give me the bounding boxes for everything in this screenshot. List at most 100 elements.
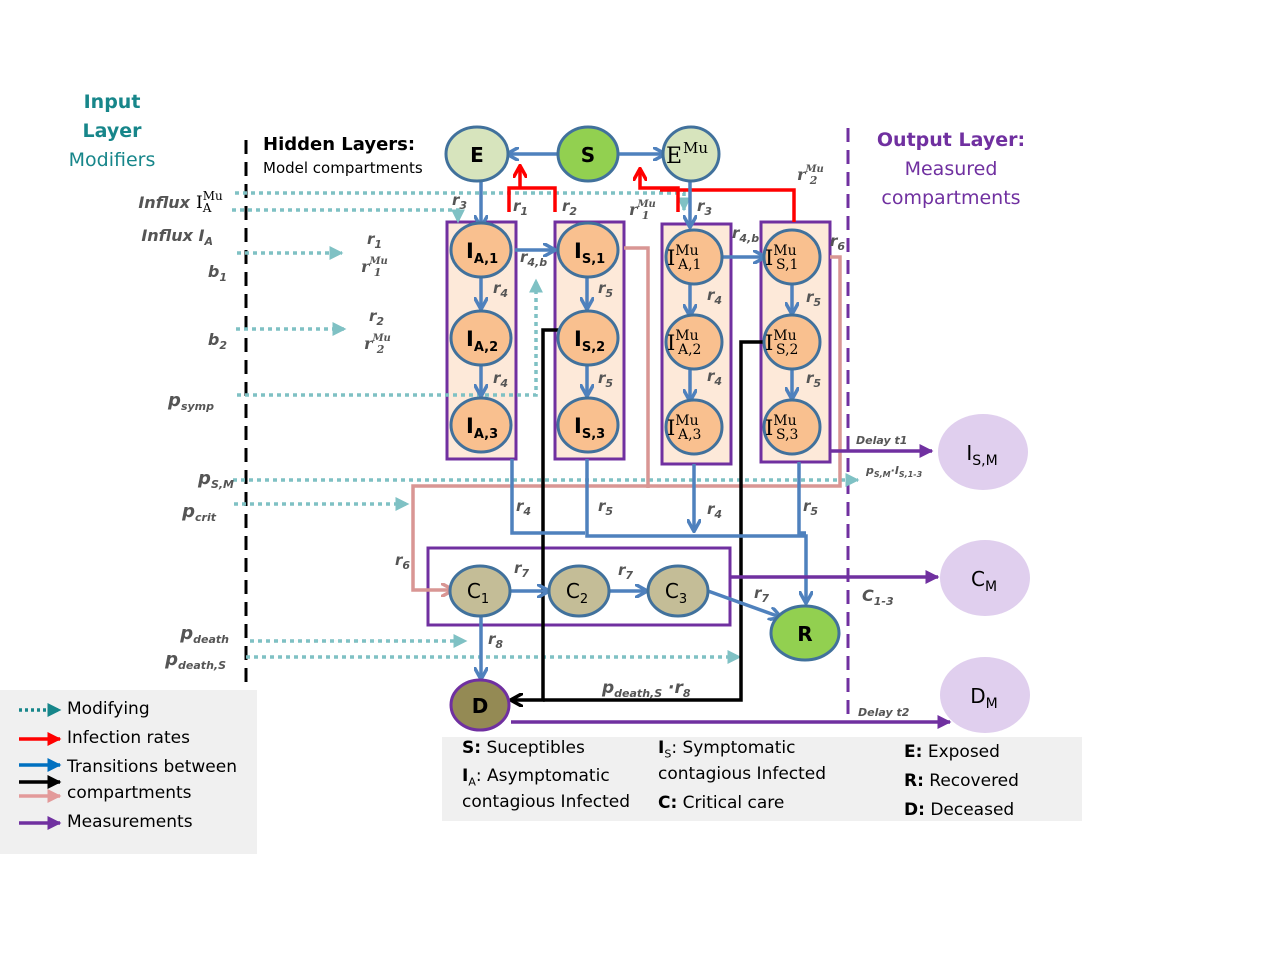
hidden-layer-sub: Model compartments xyxy=(263,159,423,177)
output-layer-line1: Output Layer: xyxy=(876,129,1026,151)
label-ismu3-sub: S,3 xyxy=(776,427,798,443)
delay-t1: Delay t1 xyxy=(856,434,907,447)
mod-label-psm: pS,M xyxy=(197,468,234,491)
t-is3-r xyxy=(585,459,806,602)
label-is1: IS,1 xyxy=(574,239,605,267)
rate-r5-mu1: r5 xyxy=(806,288,821,309)
legend-item-compartments: compartments xyxy=(67,783,192,803)
label-s: S xyxy=(581,143,595,167)
legend: Modifying Infection rates Transitions be… xyxy=(0,690,257,854)
rate-r4-mu1: r4 xyxy=(707,286,722,307)
mod-label-pdeath: pdeath xyxy=(179,623,229,646)
label-iamu2-sub: A,2 xyxy=(677,342,701,358)
mod-psymp xyxy=(237,278,543,397)
label-ism: IS,M xyxy=(966,441,997,469)
mod-label-pcrit: pcrit xyxy=(181,501,217,524)
measurement-lines xyxy=(511,444,952,729)
key-is: IS: Symptomatic xyxy=(658,738,796,761)
infection-r1mu xyxy=(640,170,680,212)
modifier-lines xyxy=(232,191,860,664)
rate-r3-emu: r3 xyxy=(697,197,712,218)
input-layer-line1: Input xyxy=(83,91,141,113)
label-cm: CM xyxy=(971,567,997,595)
rate-r2-mod: r2 xyxy=(369,307,384,328)
key-c: C: Critical care xyxy=(658,793,785,813)
label-is3: IS,3 xyxy=(574,414,605,442)
label-e: E xyxy=(470,143,484,167)
rate-r6-top: r6 xyxy=(830,232,845,253)
group-ia-mu xyxy=(660,222,733,466)
node-r xyxy=(769,604,841,662)
rate-r4-mu2: r4 xyxy=(707,367,722,388)
label-iamu3: IMu xyxy=(667,413,699,440)
label-ismu2: IMu xyxy=(765,328,797,355)
delay-t2: Delay t2 xyxy=(858,706,910,719)
group-critical xyxy=(426,546,732,627)
input-layer-line2: Layer xyxy=(82,120,142,142)
label-ia3: IA,3 xyxy=(466,414,498,442)
rate-r2: r2 xyxy=(562,197,577,218)
node-cm xyxy=(940,540,1030,616)
node-d xyxy=(449,678,511,732)
rate-r4-mu-low: r4 xyxy=(707,500,722,521)
legend-item-modifying: Modifying xyxy=(67,699,150,719)
rate-r7-b: r7 xyxy=(618,561,633,582)
node-c2 xyxy=(547,564,611,618)
rate-r4b-a: r4,b xyxy=(520,248,547,269)
rate-r7-c: r7 xyxy=(754,584,769,605)
output-layer-line3: compartments xyxy=(881,187,1021,209)
rate-r8: r8 xyxy=(488,630,503,651)
rate-r5-is2: r5 xyxy=(598,369,613,390)
group-ia xyxy=(445,220,518,461)
label-c1: C1 xyxy=(467,579,489,607)
node-is1 xyxy=(556,221,620,279)
key-is-2: contagious Infected xyxy=(658,764,827,784)
rate-r5-mu2: r5 xyxy=(806,369,821,390)
infection-lines xyxy=(507,167,796,222)
mod-influx-mu xyxy=(235,191,691,212)
label-dm: DM xyxy=(970,684,998,712)
key-e: E: Exposed xyxy=(904,742,1000,762)
label-ismu2-sub: S,2 xyxy=(776,342,798,358)
node-iamu1 xyxy=(664,228,724,286)
t-ismu3-r xyxy=(797,462,806,535)
node-ismu2 xyxy=(762,313,822,371)
rate-r1-mod: r1 xyxy=(367,230,382,251)
input-layer-title: Input Layer Modifiers xyxy=(60,88,164,175)
output-layer-title: Output Layer: Measured compartments xyxy=(866,126,1036,213)
rate-r5-mu-low: r5 xyxy=(803,497,818,518)
input-layer-line3: Modifiers xyxy=(68,149,156,171)
legend-arrows xyxy=(19,703,62,830)
nodes xyxy=(444,125,1030,733)
node-dm xyxy=(940,657,1030,733)
node-iamu3 xyxy=(664,398,724,456)
label-is2: IS,2 xyxy=(574,327,605,355)
rate-r5-low: r5 xyxy=(598,497,613,518)
label-c2: C2 xyxy=(566,579,588,607)
node-s xyxy=(556,125,620,183)
compartment-key: S: Suceptibles IA: Asymptomatic contagio… xyxy=(442,737,1082,821)
rate-r4-low: r4 xyxy=(516,497,531,518)
node-ism xyxy=(938,414,1028,490)
node-ismu1 xyxy=(762,228,822,286)
rate-r5-is1: r5 xyxy=(598,279,613,300)
key-r: R: Recovered xyxy=(904,771,1019,791)
orange-node-labels: IA,1IA,2IA,3IS,1IS,2IS,3IMuA,1IMuA,2IMuA… xyxy=(466,239,998,718)
node-ismu3 xyxy=(762,398,822,456)
t-ia3-r xyxy=(510,459,585,535)
legend-item-transitions: Transitions between xyxy=(67,757,237,777)
rate-r6-c: r6 xyxy=(395,551,410,572)
mod-influx-ia xyxy=(232,208,465,224)
legend-item-measurements: Measurements xyxy=(67,812,193,832)
node-c1 xyxy=(448,564,512,618)
mod-label-b2: b2 xyxy=(208,330,227,352)
hidden-layer-title: Hidden Layers: Model compartments xyxy=(263,134,423,177)
black-lines xyxy=(512,328,763,700)
rate-r3-e: r3 xyxy=(452,191,467,212)
